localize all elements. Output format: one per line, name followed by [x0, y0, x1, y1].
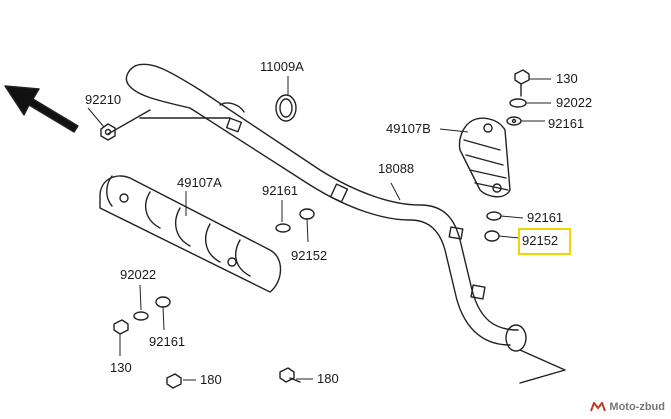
label-92210: 92210: [85, 92, 122, 107]
label-92152-mid: 92152: [291, 248, 328, 263]
label-18088: 18088: [378, 161, 415, 176]
label-92161-right: 92161: [527, 210, 564, 225]
label-92161-top: 92161: [548, 116, 585, 131]
watermark-logo-icon: [590, 402, 607, 412]
heat-guard-rear: [458, 117, 511, 198]
watermark: Moto-zbud: [590, 401, 665, 413]
heat-guard-front: [99, 175, 282, 293]
label-49107a: 49107A: [177, 175, 222, 190]
label-130-left: 130: [110, 360, 132, 375]
label-180-a: 180: [200, 372, 222, 387]
label-130-top: 130: [556, 71, 578, 86]
label-92022-top: 92022: [556, 95, 593, 110]
label-92152-right: 92152: [522, 233, 559, 248]
front-arrow-icon: [4, 85, 79, 133]
label-92022-left: 92022: [120, 267, 157, 282]
label-92161-left: 92161: [149, 334, 186, 349]
label-92161-mid: 92161: [262, 183, 299, 198]
exhaust-pipe: [134, 63, 519, 331]
watermark-text: Moto-zbud: [609, 401, 665, 413]
label-180-b: 180: [317, 371, 339, 386]
highlight-box: [518, 228, 571, 255]
label-11009a: 11009A: [260, 59, 304, 74]
label-49107b: 49107B: [386, 121, 431, 136]
